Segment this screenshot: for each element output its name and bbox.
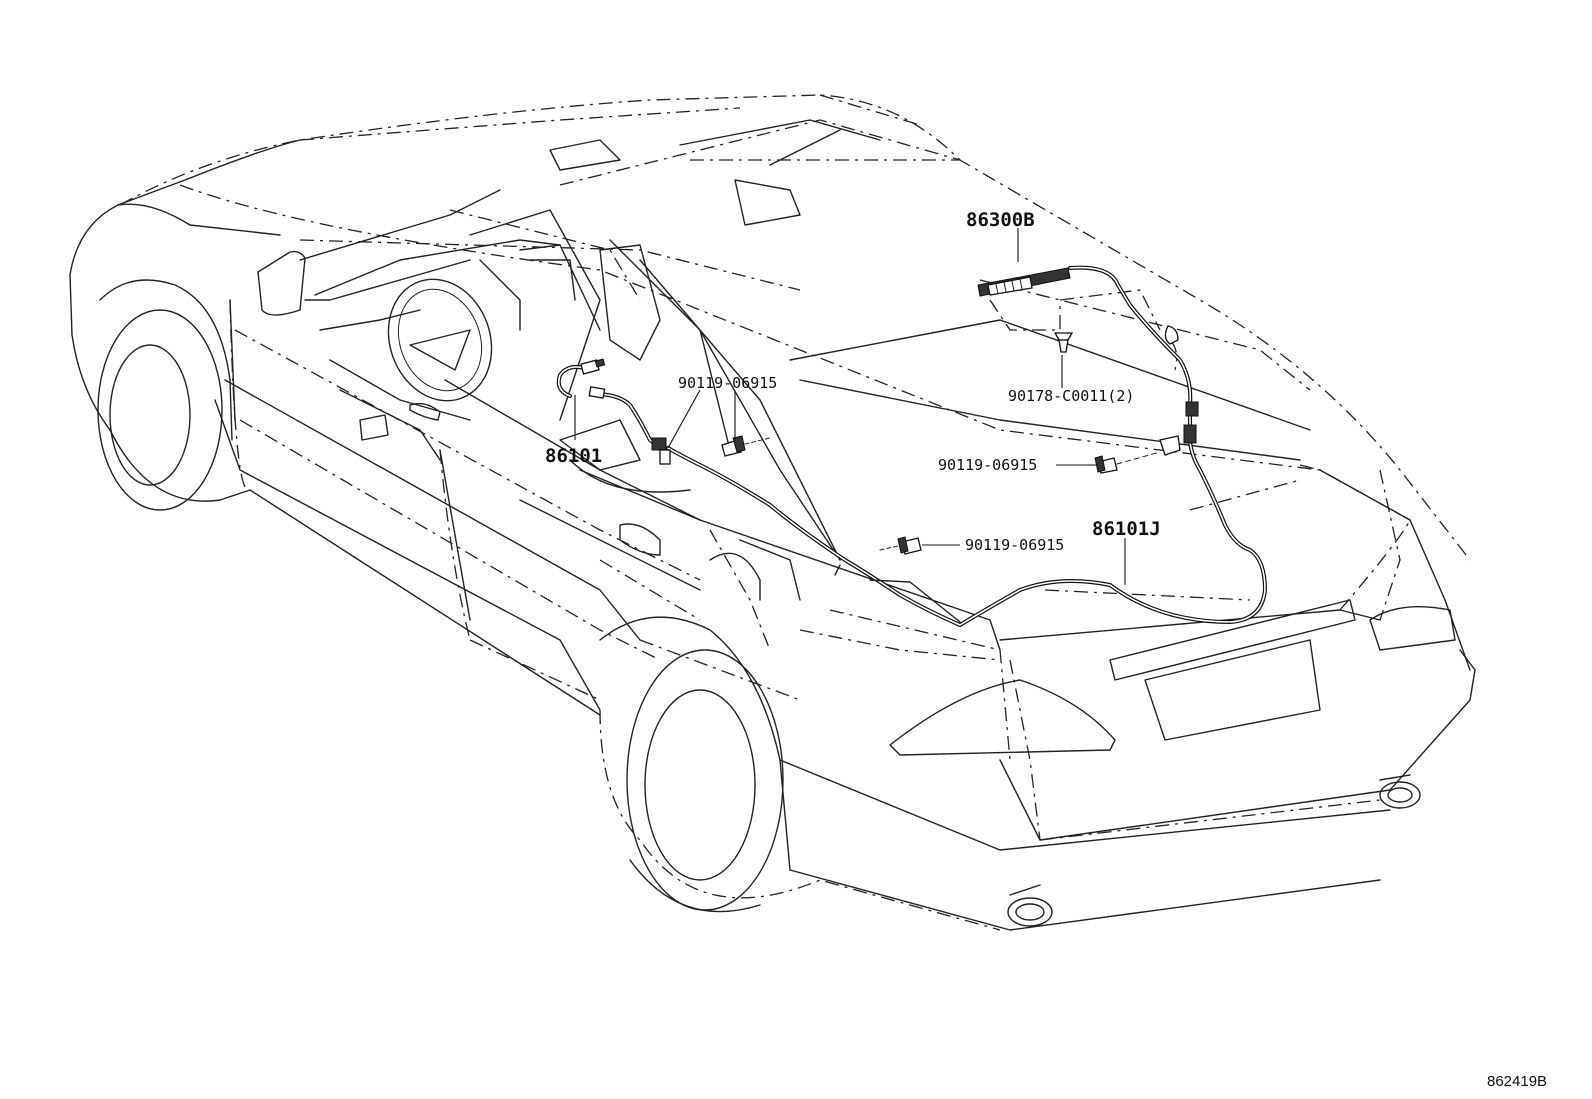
bolt-icon: [879, 536, 922, 555]
car-interior-outline: [314, 119, 1311, 601]
label-90119-06915-lower: 90119-06915: [965, 536, 1064, 554]
diagram-reference-code: 862419B: [1487, 1073, 1547, 1090]
antenna-clip: [1053, 332, 1074, 353]
leader-lines: [574, 228, 1126, 585]
antenna-element: [977, 267, 1071, 297]
label-90178-C0011: 90178-C0011(2): [1008, 387, 1134, 405]
rear-cable-connector: [1159, 325, 1199, 456]
front-cable-connector: [580, 358, 671, 465]
label-86300B: 86300B: [966, 209, 1035, 231]
car-body-outline: [69, 139, 1476, 931]
label-90119-06915-front: 90119-06915: [678, 374, 777, 392]
rear-antenna-cable: [666, 265, 1267, 627]
bolt-icon: [721, 435, 771, 457]
label-86101J: 86101J: [1092, 518, 1161, 540]
front-antenna-cable: [556, 364, 662, 450]
label-90119-06915-right: 90119-06915: [938, 456, 1037, 474]
label-86101: 86101: [545, 445, 602, 467]
car-phantom-lines: [119, 94, 1471, 931]
bolt-icon: [1094, 451, 1161, 474]
